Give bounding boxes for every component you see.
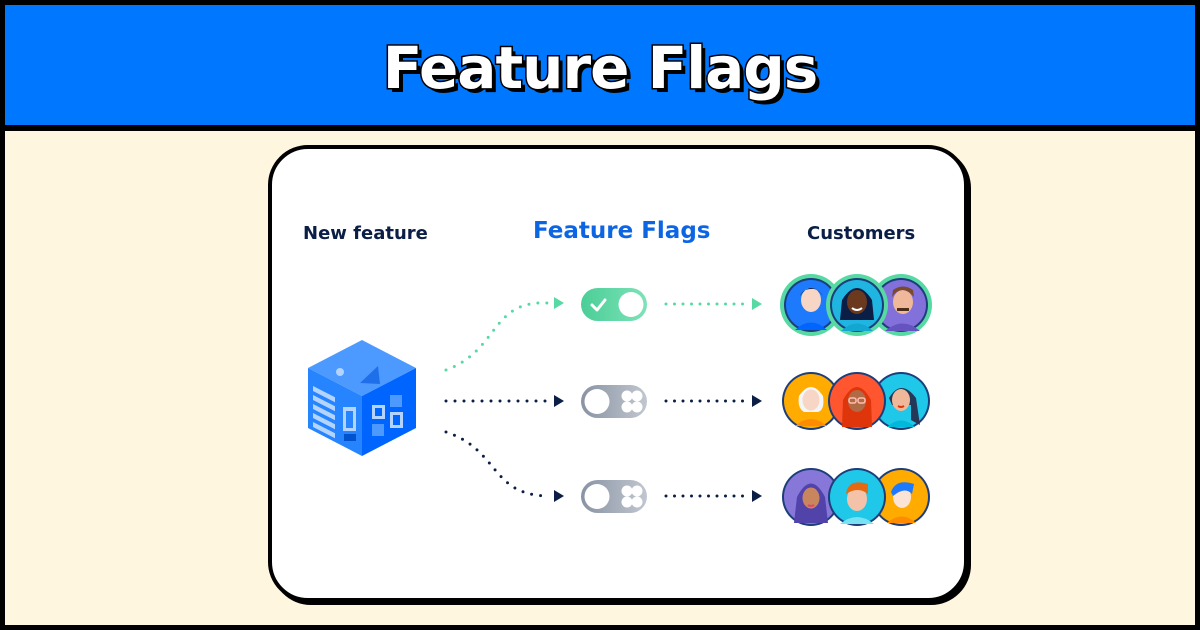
arrow-icon bbox=[752, 298, 762, 310]
avatar-icon bbox=[828, 468, 886, 526]
path-to-flag-off-2 bbox=[444, 430, 550, 498]
avatar-icon bbox=[872, 372, 930, 430]
flag-toggle-off-1[interactable] bbox=[581, 385, 647, 418]
avatar-icon bbox=[826, 274, 888, 336]
flag-toggle-on[interactable] bbox=[581, 288, 647, 321]
avatar-icon bbox=[872, 468, 930, 526]
x-icon bbox=[621, 485, 643, 508]
header-banner: Feature Flags bbox=[5, 5, 1195, 131]
avatar-icon bbox=[828, 372, 886, 430]
arrow-icon bbox=[554, 395, 564, 407]
customer-group-disabled-2 bbox=[782, 468, 930, 526]
column-label-feature-flags: Feature Flags bbox=[533, 218, 711, 244]
avatar-icon bbox=[782, 468, 840, 526]
arrow-icon bbox=[752, 395, 762, 407]
path-to-flag-on bbox=[444, 301, 550, 372]
x-icon bbox=[621, 390, 643, 413]
avatar-icon bbox=[780, 274, 842, 336]
column-label-new-feature: New feature bbox=[303, 223, 428, 244]
customer-group-disabled-1 bbox=[782, 372, 930, 430]
customer-group-enabled bbox=[780, 274, 932, 336]
column-label-customers: Customers bbox=[807, 223, 916, 244]
page-title: Feature Flags bbox=[381, 33, 820, 104]
feature-cube-icon bbox=[308, 340, 416, 456]
arrow-icon bbox=[554, 297, 564, 309]
avatar-icon bbox=[782, 372, 840, 430]
arrow-icon bbox=[554, 490, 564, 502]
arrow-icon bbox=[752, 490, 762, 502]
flag-toggle-off-2[interactable] bbox=[581, 480, 647, 513]
avatar-icon bbox=[870, 274, 932, 336]
check-icon bbox=[590, 298, 607, 312]
